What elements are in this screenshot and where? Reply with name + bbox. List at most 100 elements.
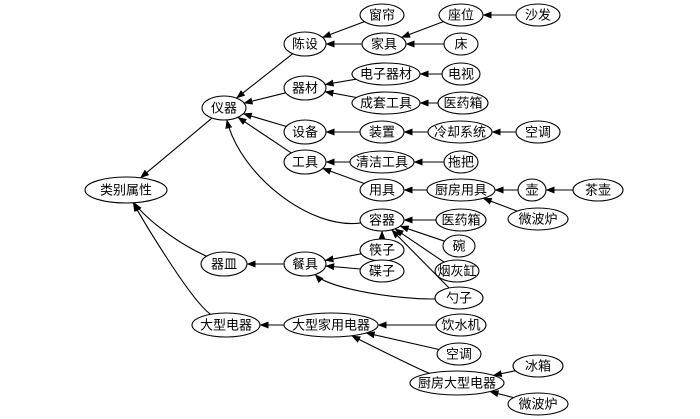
edge-kt2-to-dxjydq — [365, 331, 440, 351]
node-label: 餐具 — [292, 257, 318, 273]
node-label: 床 — [454, 38, 467, 53]
node-label: 冷却系统 — [434, 126, 486, 141]
node-label: 装置 — [369, 126, 395, 141]
node-ellipse — [283, 31, 327, 57]
node-ellipse — [435, 313, 487, 337]
node-label: 设备 — [292, 125, 318, 141]
node-label: 空调 — [525, 126, 551, 141]
node-dxdq: 大型电器 — [191, 312, 261, 338]
edge-wbl1-to-cfyj — [482, 197, 518, 212]
node-ellipse — [191, 312, 261, 338]
edge-yhg-to-rongqi — [394, 228, 445, 263]
node-dianshi: 电视 — [441, 62, 481, 86]
node-ellipse — [84, 176, 168, 204]
node-label: 窗帘 — [369, 8, 395, 24]
node-shebei: 设备 — [283, 119, 327, 145]
edge-qimin-to-leibie — [133, 202, 207, 257]
node-label: 家具 — [371, 37, 397, 53]
node-canju: 餐具 — [283, 251, 327, 277]
node-ellipse — [283, 119, 327, 145]
node-rongqi: 容器 — [359, 208, 405, 232]
node-label: 器皿 — [211, 258, 237, 273]
node-shafa: 沙发 — [515, 3, 561, 27]
node-ellipse — [427, 120, 493, 144]
node-ellipse — [201, 95, 247, 121]
node-ellipse — [441, 62, 481, 86]
node-ellipse — [507, 207, 569, 231]
node-chahu: 茶壶 — [572, 178, 624, 202]
node-cfdxdq: 厨房大型电器 — [409, 370, 505, 396]
node-wbl2: 微波炉 — [507, 392, 569, 416]
edge-zuowei-to-jiaju — [401, 21, 444, 38]
node-zuowei: 座位 — [438, 3, 484, 27]
node-ellipse — [409, 370, 505, 396]
node-ellipse — [200, 251, 248, 277]
edge-rongqi-to-yiqi — [225, 119, 361, 225]
node-label: 器材 — [292, 82, 318, 97]
node-ellipse — [351, 91, 421, 115]
node-ellipse — [435, 208, 487, 232]
edge-dzqc-to-qicai — [324, 78, 357, 87]
node-yiqi: 仪器 — [201, 95, 247, 121]
node-ellipse — [517, 178, 547, 202]
node-kt1: 空调 — [515, 120, 561, 144]
node-yyx2: 医药箱 — [435, 208, 487, 232]
node-ellipse — [515, 3, 561, 27]
node-leibie: 类别属性 — [84, 176, 168, 204]
node-label: 沙发 — [525, 8, 551, 24]
node-label: 医药箱 — [443, 96, 482, 112]
node-label: 饮水机 — [441, 319, 480, 334]
node-label: 碟子 — [369, 265, 395, 280]
node-ellipse — [572, 178, 624, 202]
edge-wan-to-rongqi — [399, 225, 445, 242]
edge-yiqi-to-leibie — [140, 117, 213, 179]
node-ellipse — [359, 208, 405, 232]
node-ellipse — [359, 178, 405, 202]
node-ellipse — [507, 392, 569, 416]
node-dxjydq: 大型家用电器 — [283, 312, 379, 338]
node-wbl1: 微波炉 — [507, 207, 569, 231]
node-ellipse — [515, 120, 561, 144]
node-label: 工具 — [292, 156, 318, 171]
edge-bingxiang-to-cfdxdq — [492, 370, 516, 378]
node-label: 厨房用具 — [435, 183, 487, 199]
node-ellipse — [283, 75, 327, 101]
node-ellipse — [443, 32, 479, 56]
edge-chenshe-to-yiqi — [236, 53, 294, 99]
node-ellipse — [512, 354, 564, 378]
node-ellipse — [283, 149, 327, 175]
node-label: 茶壶 — [585, 183, 611, 199]
node-label: 清洁工具 — [356, 156, 408, 171]
node-ellipse — [283, 312, 379, 338]
node-qjgj: 清洁工具 — [349, 150, 415, 174]
edge-yongju-to-gongju — [322, 167, 365, 185]
node-label: 电子器材 — [360, 68, 412, 83]
node-label: 烟灰缸 — [437, 264, 476, 280]
node-label: 类别属性 — [100, 184, 152, 199]
node-ellipse — [283, 251, 327, 277]
node-ellipse — [434, 286, 484, 310]
node-qimin: 器皿 — [200, 251, 248, 277]
edge-cthgj-to-qicai — [324, 89, 357, 99]
node-cthgj: 成套工具 — [351, 91, 421, 115]
node-label: 筷子 — [369, 243, 395, 259]
node-ellipse — [426, 178, 496, 202]
node-label: 空调 — [446, 348, 472, 363]
node-gongju: 工具 — [283, 149, 327, 175]
node-label: 陈设 — [292, 37, 318, 53]
node-label: 拖把 — [448, 156, 474, 171]
edge-qicai-to-yiqi — [243, 92, 286, 105]
node-label: 座位 — [448, 9, 474, 24]
node-label: 大型家用电器 — [292, 318, 370, 334]
node-ellipse — [443, 150, 479, 174]
node-ellipse — [359, 120, 405, 144]
node-wan: 碗 — [442, 234, 476, 258]
node-ellipse — [434, 259, 480, 283]
node-label: 微波炉 — [518, 213, 557, 228]
node-label: 用具 — [369, 184, 395, 199]
node-label: 微波炉 — [518, 398, 557, 413]
node-yyx1: 医药箱 — [437, 91, 489, 115]
edge-cfdxdq-to-dxjydq — [351, 335, 430, 374]
